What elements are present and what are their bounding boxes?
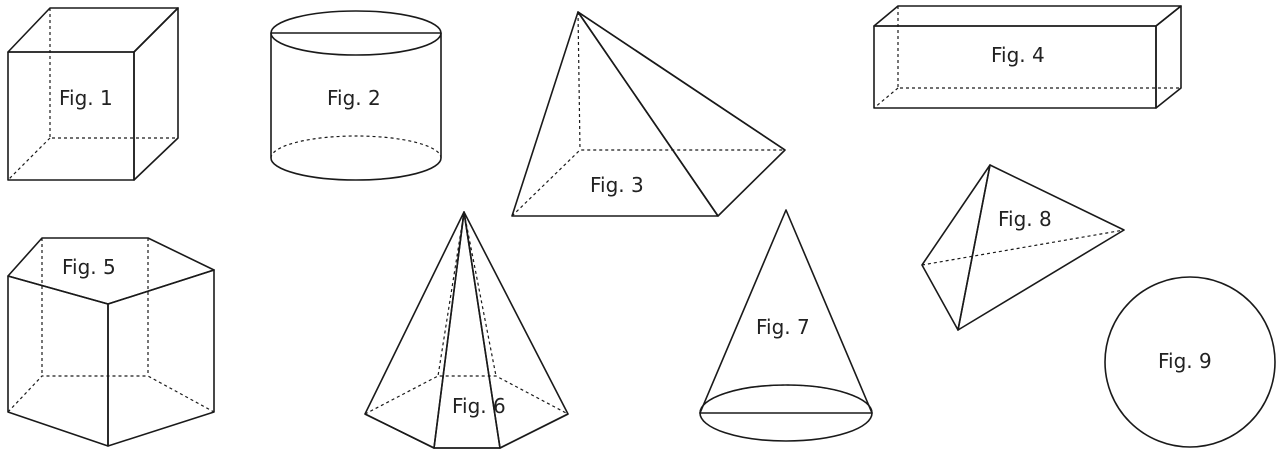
fig7-label: Fig. 7 (756, 315, 810, 339)
fig3-square-pyramid: Fig. 3 (511, 11, 786, 217)
fig2-label: Fig. 2 (327, 86, 381, 110)
fig4-label: Fig. 4 (991, 43, 1045, 67)
fig7-cone: Fig. 7 (699, 209, 873, 442)
fig9-label: Fig. 9 (1158, 349, 1212, 373)
fig2-cylinder: Fig. 2 (270, 10, 442, 181)
fig8-tetrahedron: Fig. 8 (921, 164, 1125, 331)
fig9-sphere: Fig. 9 (1104, 276, 1276, 448)
fig5-pentagonal-prism: Fig. 5 (7, 237, 215, 447)
fig4-rectangular-prism: Fig. 4 (873, 5, 1182, 109)
fig3-label: Fig. 3 (590, 173, 644, 197)
fig5-label: Fig. 5 (62, 255, 116, 279)
fig6-label: Fig. 6 (452, 394, 506, 418)
fig6-hexagonal-pyramid: Fig. 6 (364, 211, 569, 449)
fig1-label: Fig. 1 (59, 86, 113, 110)
fig1-cube: Fig. 1 (7, 7, 179, 181)
fig8-label: Fig. 8 (998, 207, 1052, 231)
